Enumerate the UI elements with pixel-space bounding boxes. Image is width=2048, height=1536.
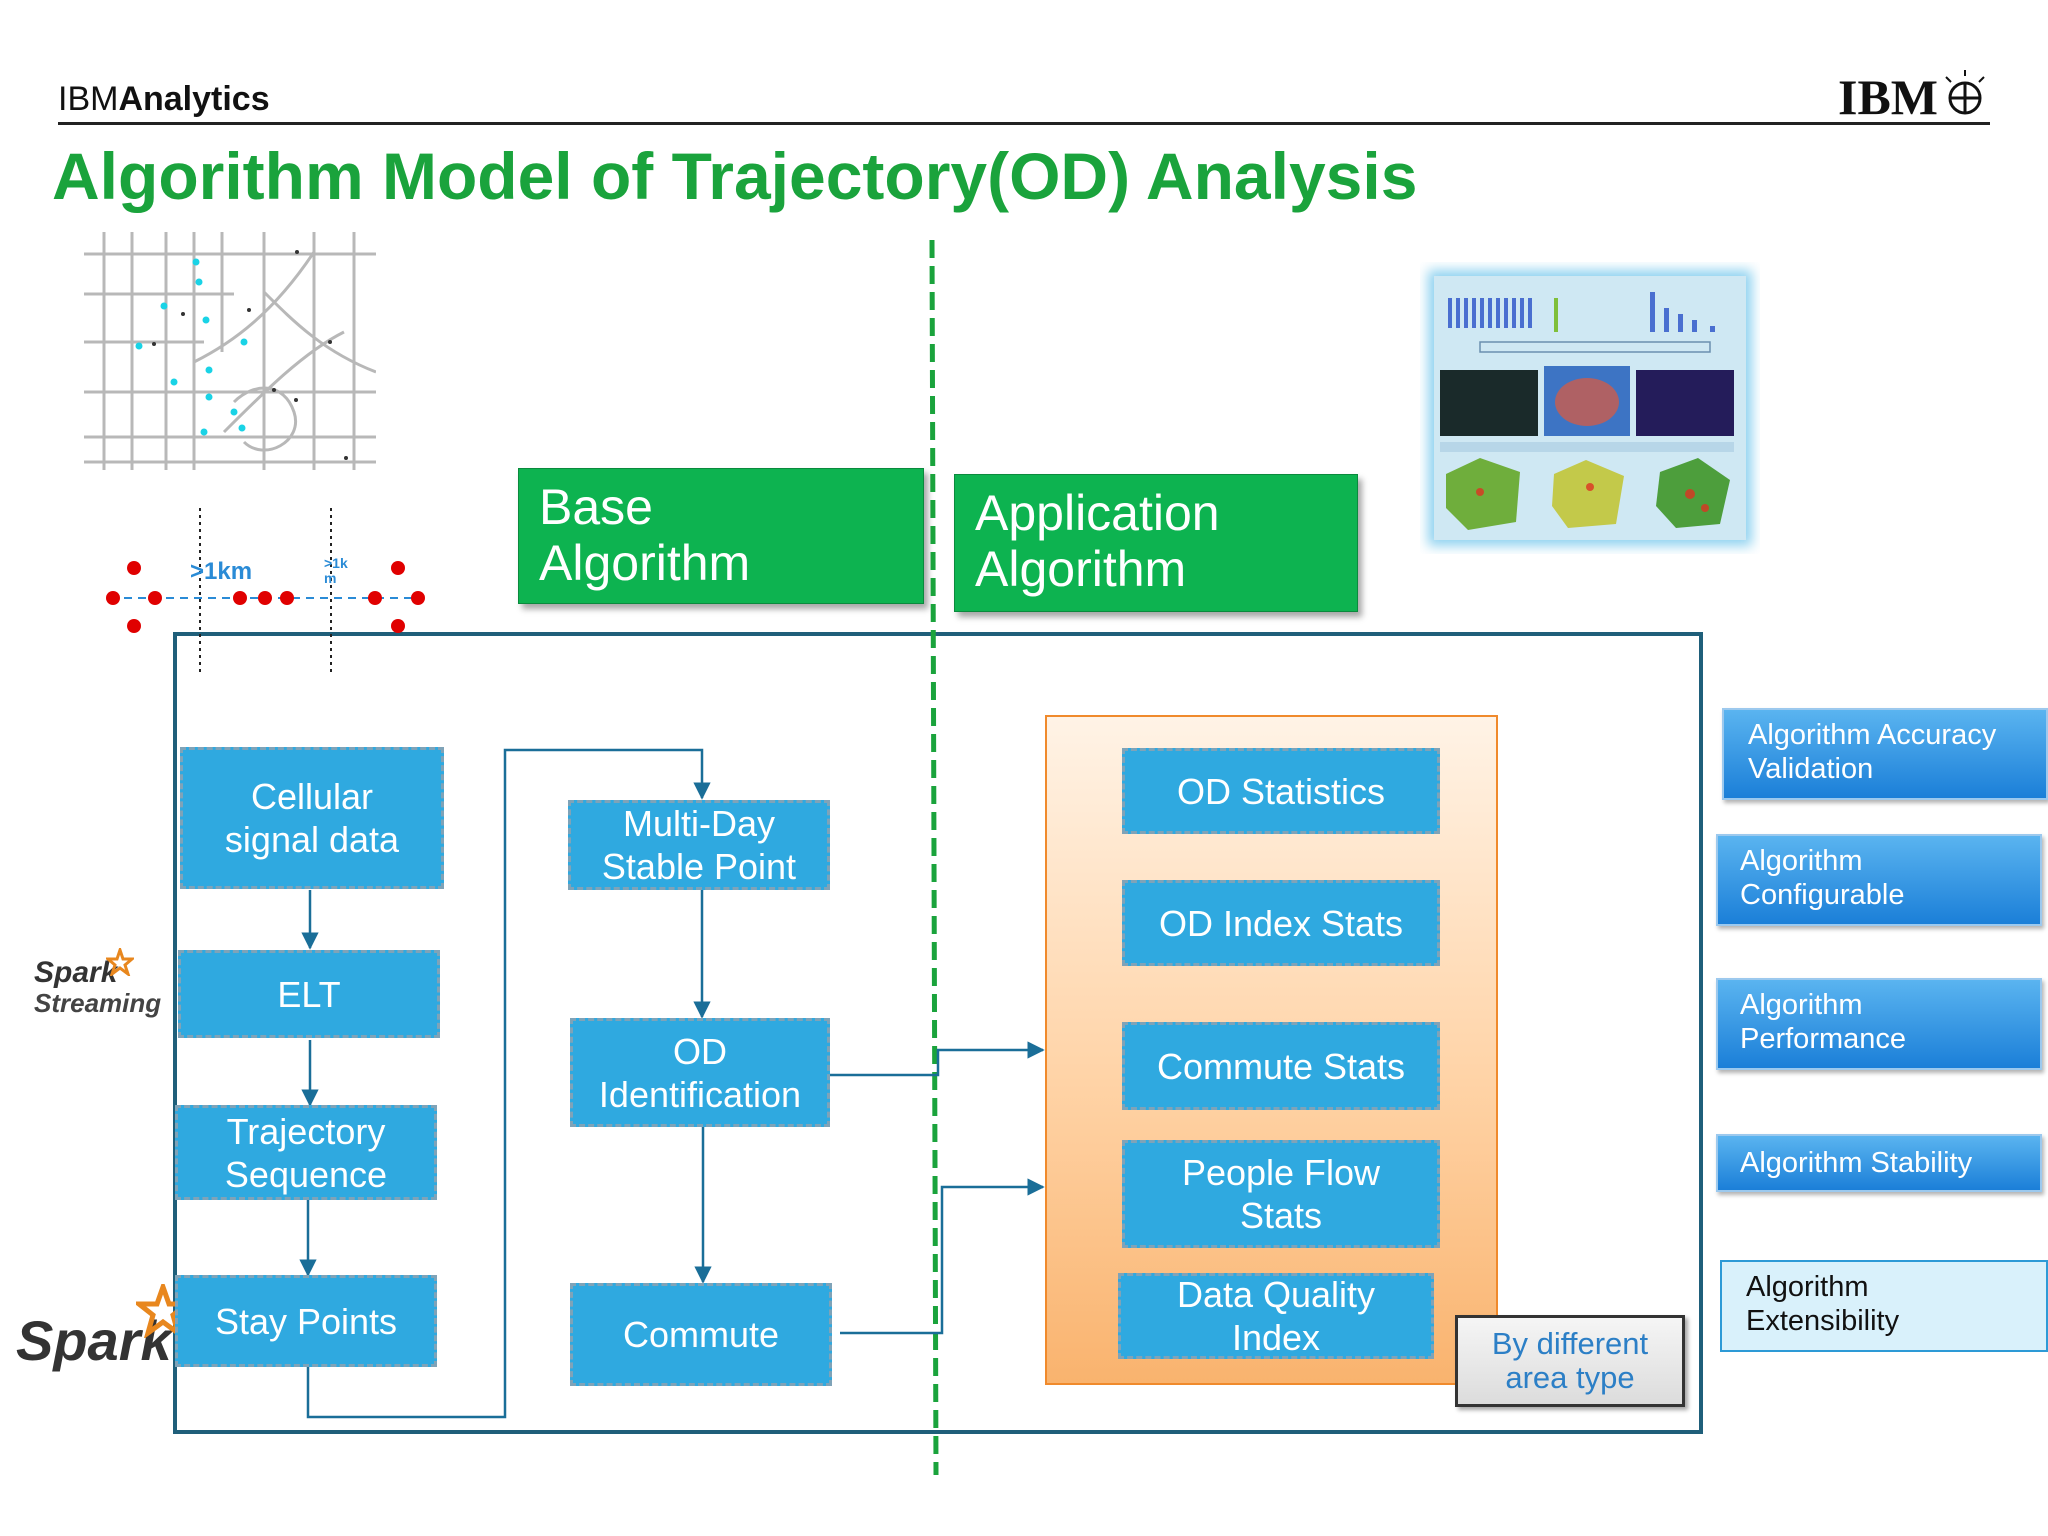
brand-prefix: IBM — [58, 80, 119, 118]
people-flow-line1: People Flow — [1181, 1152, 1381, 1193]
od-statistics-label: OD Statistics — [1176, 770, 1386, 812]
od-statistics-box: OD Statistics — [1122, 748, 1440, 834]
arrow-od-to-applications — [830, 1041, 1045, 1077]
stay-points-box: Stay Points — [175, 1275, 437, 1367]
extensibility-line1: Algorithm — [1746, 1271, 1869, 1303]
area-note-line2: area type — [1505, 1360, 1635, 1395]
spark-streaming-logo: Spark Streaming — [34, 956, 162, 1019]
od-identification-line1: OD — [672, 1030, 727, 1072]
od-index-stats-box: OD Index Stats — [1122, 880, 1440, 966]
ibm-logo: IBM — [1838, 70, 1985, 124]
people-flow-line2: Stats — [1239, 1195, 1323, 1236]
trajectory-line1: Trajectory — [226, 1110, 386, 1152]
commute-stats-box: Commute Stats — [1122, 1022, 1440, 1110]
page-title: Algorithm Model of Trajectory(OD) Analys… — [52, 139, 1418, 213]
data-quality-line1: Data Quality — [1176, 1274, 1376, 1315]
arrow-stay-to-multiday — [306, 748, 711, 1419]
accuracy-line2: Validation — [1748, 753, 1874, 785]
data-quality-line2: Index — [1231, 1317, 1321, 1358]
dashboard-screenshot — [1428, 270, 1752, 546]
stability-box: Algorithm Stability — [1716, 1134, 2042, 1192]
accuracy-validation-box: Algorithm Accuracy Validation — [1722, 708, 2048, 800]
area-note-line1: By different — [1491, 1326, 1649, 1361]
section-divider — [929, 239, 939, 1476]
od-index-label: OD Index Stats — [1158, 902, 1404, 944]
ibm-logo-text: IBM — [1838, 70, 1938, 124]
commute-label: Commute — [622, 1314, 780, 1355]
od-identification-line2: Identification — [598, 1073, 802, 1115]
multiday-line1: Multi-Day — [622, 803, 775, 844]
distance-label-1: >1km — [190, 558, 253, 585]
extensibility-box: Algorithm Extensibility — [1720, 1260, 2048, 1352]
stay-points-label: Stay Points — [214, 1300, 398, 1342]
commute-stats-label: Commute Stats — [1156, 1045, 1406, 1087]
application-algorithm-label: Application Algorithm — [954, 474, 1358, 612]
distance-label-2: >1k m — [324, 556, 348, 586]
elt-label: ELT — [277, 973, 341, 1015]
spark-streaming-word1: Spark — [34, 956, 118, 989]
stability-label: Algorithm Stability — [1740, 1147, 1973, 1179]
configurable-line1: Algorithm — [1740, 845, 1863, 877]
globe-icon — [1945, 70, 1985, 115]
brand-suffix: Analytics — [118, 80, 270, 118]
performance-line1: Algorithm — [1740, 989, 1863, 1021]
base-label-line1: Base — [539, 479, 653, 535]
application-label-line1: Application — [975, 485, 1220, 541]
road-map-image — [84, 232, 376, 470]
base-label-line2: Algorithm — [539, 535, 751, 591]
arrow-commute-to-applications — [840, 1178, 1045, 1335]
accuracy-line1: Algorithm Accuracy — [1748, 719, 1997, 751]
brand-header: IBMAnalytics — [58, 80, 270, 119]
extensibility-line2: Extensibility — [1746, 1305, 1900, 1337]
base-algorithm-label: Base Algorithm — [518, 468, 924, 604]
cellular-line1: Cellular — [250, 776, 374, 817]
distance-label-2-line2: m — [324, 570, 337, 586]
spark-star-icon-small — [106, 948, 134, 976]
commute-box: Commute — [570, 1283, 832, 1386]
header-divider — [58, 122, 1990, 125]
cellular-line2: signal data — [224, 819, 400, 860]
spark-logo: Spark — [16, 1309, 172, 1372]
elt-box: ELT — [178, 950, 440, 1038]
performance-line2: Performance — [1740, 1023, 1907, 1055]
configurable-box: Algorithm Configurable — [1716, 834, 2042, 926]
performance-box: Algorithm Performance — [1716, 978, 2042, 1070]
distance-label-2-line1: >1k — [324, 555, 348, 571]
multiday-line2: Stable Point — [601, 846, 797, 887]
trajectory-line2: Sequence — [224, 1153, 388, 1195]
spark-streaming-word2: Streaming — [34, 988, 162, 1018]
configurable-line2: Configurable — [1740, 879, 1905, 911]
application-label-line2: Algorithm — [975, 541, 1187, 597]
distance-diagram — [106, 508, 425, 675]
